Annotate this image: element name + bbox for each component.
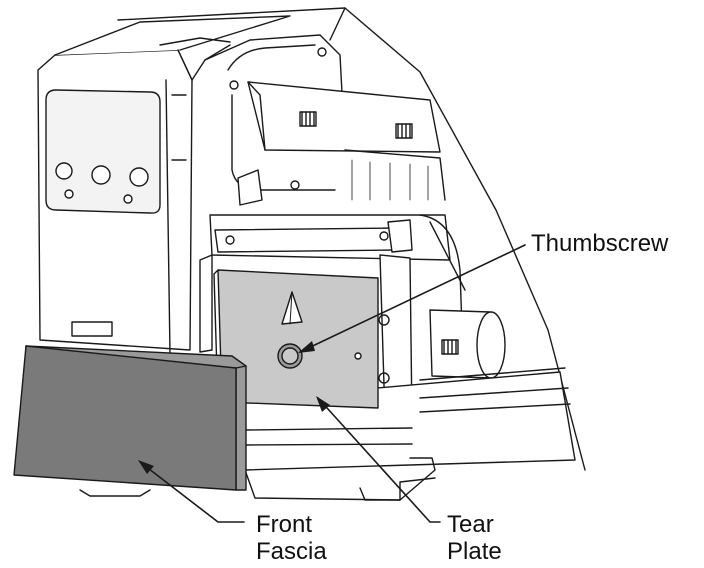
panel-button-2 (91, 165, 111, 185)
ribbon-assembly (159, 34, 446, 201)
panel-led-1 (64, 189, 74, 199)
tear-plate-label-line-1: Tear (447, 511, 494, 538)
panel-led-2 (123, 194, 133, 204)
tear-plate-label-line-2: Plate (447, 538, 502, 565)
thumbscrew-leader (299, 244, 526, 353)
control-panel (45, 89, 161, 337)
panel-button-3 (129, 167, 149, 187)
thumbscrew-arrowhead (298, 341, 315, 353)
thumbscrew-label: Thumbscrew (531, 230, 669, 257)
front-fascia-label-line-2: Fascia (256, 538, 327, 565)
tear-plate-arrow-mark (281, 291, 303, 325)
supply-roll (429, 309, 506, 379)
tear-plate (213, 269, 379, 409)
tear-plate-label: Tear Plate (447, 511, 502, 565)
callout-leaders (139, 244, 526, 523)
front-fascia-label-line-1: Front (256, 511, 313, 538)
tear-plate-leader (317, 397, 441, 523)
tear-plate-arrowhead (316, 396, 330, 412)
front-fascia-arrowhead (138, 460, 154, 474)
front-fascia-leader (139, 461, 245, 523)
panel-button-1 (55, 162, 73, 180)
front-fascia (13, 345, 247, 491)
front-fascia-label: Front Fascia (256, 511, 327, 565)
